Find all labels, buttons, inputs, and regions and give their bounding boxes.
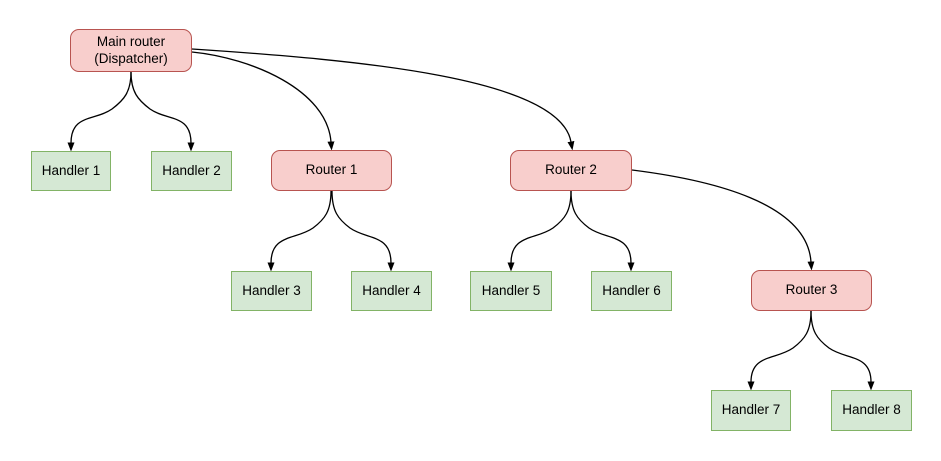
node-router-1: Router 1 — [271, 150, 392, 191]
node-router-1-label: Router 1 — [305, 162, 358, 178]
edge-main-router-to-router-1 — [191, 51, 335, 151]
node-router-2-label: Router 2 — [545, 162, 597, 178]
node-main-router-label-line2: (Dispatcher) — [94, 50, 168, 66]
edge-main-router-to-handler-1 — [67, 71, 132, 152]
node-handler-5-label: Handler 5 — [481, 282, 541, 298]
edge-main-router-to-router-2 — [191, 48, 575, 151]
node-handler-4-label: Handler 4 — [362, 282, 421, 298]
node-handler-6-label: Handler 6 — [602, 282, 661, 298]
node-handler-4: Handler 4 — [351, 271, 432, 311]
edge-router-2-to-handler-5 — [507, 190, 572, 272]
node-handler-7-label: Handler 7 — [721, 402, 781, 418]
edge-router-3-to-handler-7 — [747, 310, 812, 391]
edge-router-2-to-handler-6 — [570, 190, 635, 272]
node-handler-2-label: Handler 2 — [162, 162, 221, 178]
node-handler-3: Handler 3 — [231, 271, 312, 311]
node-router-2: Router 2 — [510, 150, 632, 191]
edge-router-1-to-handler-3 — [267, 190, 332, 272]
node-main-router-label-line1: Main router — [96, 34, 166, 50]
node-handler-8: Handler 8 — [831, 390, 912, 431]
node-main-router-label: Main router (Dispatcher) — [94, 34, 168, 67]
node-handler-6: Handler 6 — [591, 271, 672, 311]
node-handler-5: Handler 5 — [470, 271, 552, 311]
edge-router-3-to-handler-8 — [810, 310, 875, 391]
edge-router-1-to-handler-4 — [331, 190, 395, 272]
node-handler-7: Handler 7 — [711, 390, 791, 431]
node-handler-1-label: Handler 1 — [41, 162, 101, 178]
node-router-3-label: Router 3 — [785, 282, 838, 298]
node-handler-1: Handler 1 — [31, 151, 111, 191]
edge-router-2-to-router-3 — [631, 169, 815, 271]
edge-main-router-to-handler-2 — [130, 71, 195, 152]
node-handler-2: Handler 2 — [151, 151, 232, 191]
node-handler-8-label: Handler 8 — [842, 402, 901, 418]
node-main-router: Main router (Dispatcher) — [70, 29, 192, 72]
node-router-3: Router 3 — [751, 270, 872, 311]
node-handler-3-label: Handler 3 — [242, 282, 301, 298]
